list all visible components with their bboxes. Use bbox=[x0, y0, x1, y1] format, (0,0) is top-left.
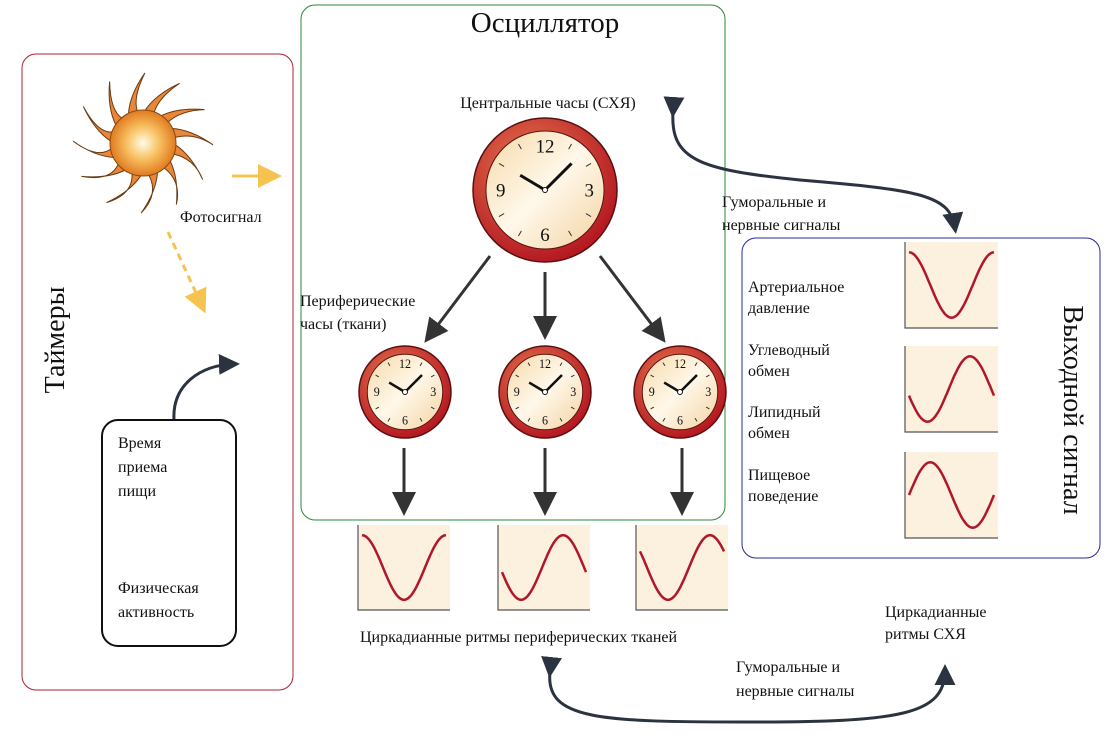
photosignal-label: Фотосигнал bbox=[180, 209, 262, 226]
clock-number: 12 bbox=[674, 357, 686, 371]
clock-number: 12 bbox=[536, 136, 555, 157]
peripheral-rhythm-graph-2 bbox=[497, 525, 590, 611]
clock-number: 9 bbox=[374, 385, 380, 399]
sun-ray bbox=[106, 172, 143, 204]
sun-ray bbox=[159, 108, 205, 124]
peripheral-clock-icon-1: 12 3 6 9 bbox=[358, 345, 452, 439]
output-item-4-line1: Пищевое bbox=[748, 467, 810, 484]
sun-ray bbox=[143, 82, 180, 114]
output-box bbox=[741, 237, 1101, 559]
timer-curved-arrow bbox=[172, 353, 240, 421]
oscillator-title: Осциллятор bbox=[471, 7, 619, 39]
arrow-to-peripheral-1 bbox=[424, 255, 492, 343]
peripheral-rhythm-graph-3 bbox=[635, 525, 728, 611]
bottom-signal-line1: Гуморальные и bbox=[736, 659, 840, 676]
clock-number: 12 bbox=[399, 357, 411, 371]
peripheral-clocks-line2: часы (ткани) bbox=[300, 316, 386, 333]
physical-activity-line2: активность bbox=[118, 604, 194, 621]
clock-number: 3 bbox=[705, 385, 711, 399]
wave-line bbox=[907, 355, 996, 423]
wave-line bbox=[908, 251, 995, 319]
clock-number: 6 bbox=[677, 414, 683, 428]
sun-ray bbox=[170, 127, 214, 146]
feeding-behavior-graph bbox=[904, 452, 998, 539]
output-item-1-line1: Артериальное bbox=[748, 279, 844, 296]
clock-number: 6 bbox=[402, 414, 408, 428]
wave-line bbox=[907, 461, 996, 529]
output-item-3-line2: обмен bbox=[748, 425, 790, 442]
sun-ray bbox=[108, 81, 124, 127]
behavior-timers-box bbox=[101, 419, 237, 647]
clock-number: 3 bbox=[430, 385, 436, 399]
scn-rhythms-line1: Циркадианные bbox=[885, 604, 987, 621]
wave-line bbox=[638, 533, 726, 602]
clock-number: 6 bbox=[540, 225, 549, 246]
sun-ray bbox=[162, 159, 179, 205]
clock-number: 3 bbox=[585, 181, 594, 202]
sun-disc bbox=[109, 109, 177, 177]
bottom-signal-line2: нервные сигналы bbox=[736, 683, 855, 700]
sun-icon bbox=[72, 72, 214, 214]
physical-activity-line1: Физическая bbox=[118, 580, 199, 597]
sun-ray bbox=[127, 72, 146, 116]
peripheral-rhythm-graph-1 bbox=[357, 525, 450, 611]
sun-ray bbox=[140, 170, 159, 214]
top-signal-line1: Гуморальные и bbox=[722, 194, 826, 211]
sun-ray bbox=[172, 143, 204, 180]
output-title: Выходной сигнал bbox=[1057, 305, 1088, 514]
output-item-4-line2: поведение bbox=[748, 488, 818, 505]
central-clock-icon: 12 3 6 9 bbox=[472, 117, 618, 263]
sun-ray bbox=[81, 162, 127, 179]
peripheral-clock-icon-3: 12 3 6 9 bbox=[633, 345, 727, 439]
central-clock-label: Центральные часы (СХЯ) bbox=[460, 95, 635, 112]
peripheral-rhythms-label: Циркадианные ритмы периферических тканей bbox=[360, 629, 677, 646]
metabolism-graph bbox=[904, 346, 998, 433]
peripheral-clocks-line1: Периферические bbox=[300, 293, 415, 310]
timers-box bbox=[21, 53, 294, 691]
sun-ray bbox=[72, 140, 116, 159]
arrow-to-peripheral-3 bbox=[598, 255, 666, 343]
top-signal-arrow bbox=[663, 96, 964, 234]
scn-rhythms-line2: ритмы СХЯ bbox=[885, 626, 966, 643]
meal-time-line2: приема bbox=[118, 459, 167, 476]
clock-number: 9 bbox=[514, 385, 520, 399]
output-item-2-line1: Углеводный bbox=[748, 342, 830, 359]
output-item-3-line1: Липидный bbox=[748, 404, 821, 421]
meal-time-line3: пищи bbox=[118, 483, 156, 500]
wave-line bbox=[361, 533, 447, 602]
clock-number: 3 bbox=[570, 385, 576, 399]
clock-number: 9 bbox=[496, 181, 505, 202]
clock-number: 9 bbox=[649, 385, 655, 399]
peripheral-clock-icon-2: 12 3 6 9 bbox=[498, 345, 592, 439]
dashed-photosignal-arrow bbox=[166, 231, 207, 314]
oscillator-box bbox=[300, 4, 726, 521]
blood-pressure-graph bbox=[904, 242, 998, 329]
top-signal-line2: нервные сигналы bbox=[722, 217, 841, 234]
bottom-signal-arrow bbox=[541, 656, 956, 724]
sun-ray bbox=[82, 106, 114, 143]
output-item-2-line2: обмен bbox=[748, 363, 790, 380]
wave-line bbox=[500, 533, 588, 602]
meal-time-line1: Время bbox=[118, 435, 162, 452]
clock-number: 6 bbox=[542, 414, 548, 428]
clock-number: 12 bbox=[539, 357, 551, 371]
output-item-1-line2: давление bbox=[748, 300, 810, 317]
timers-title: Таймеры bbox=[40, 286, 71, 393]
